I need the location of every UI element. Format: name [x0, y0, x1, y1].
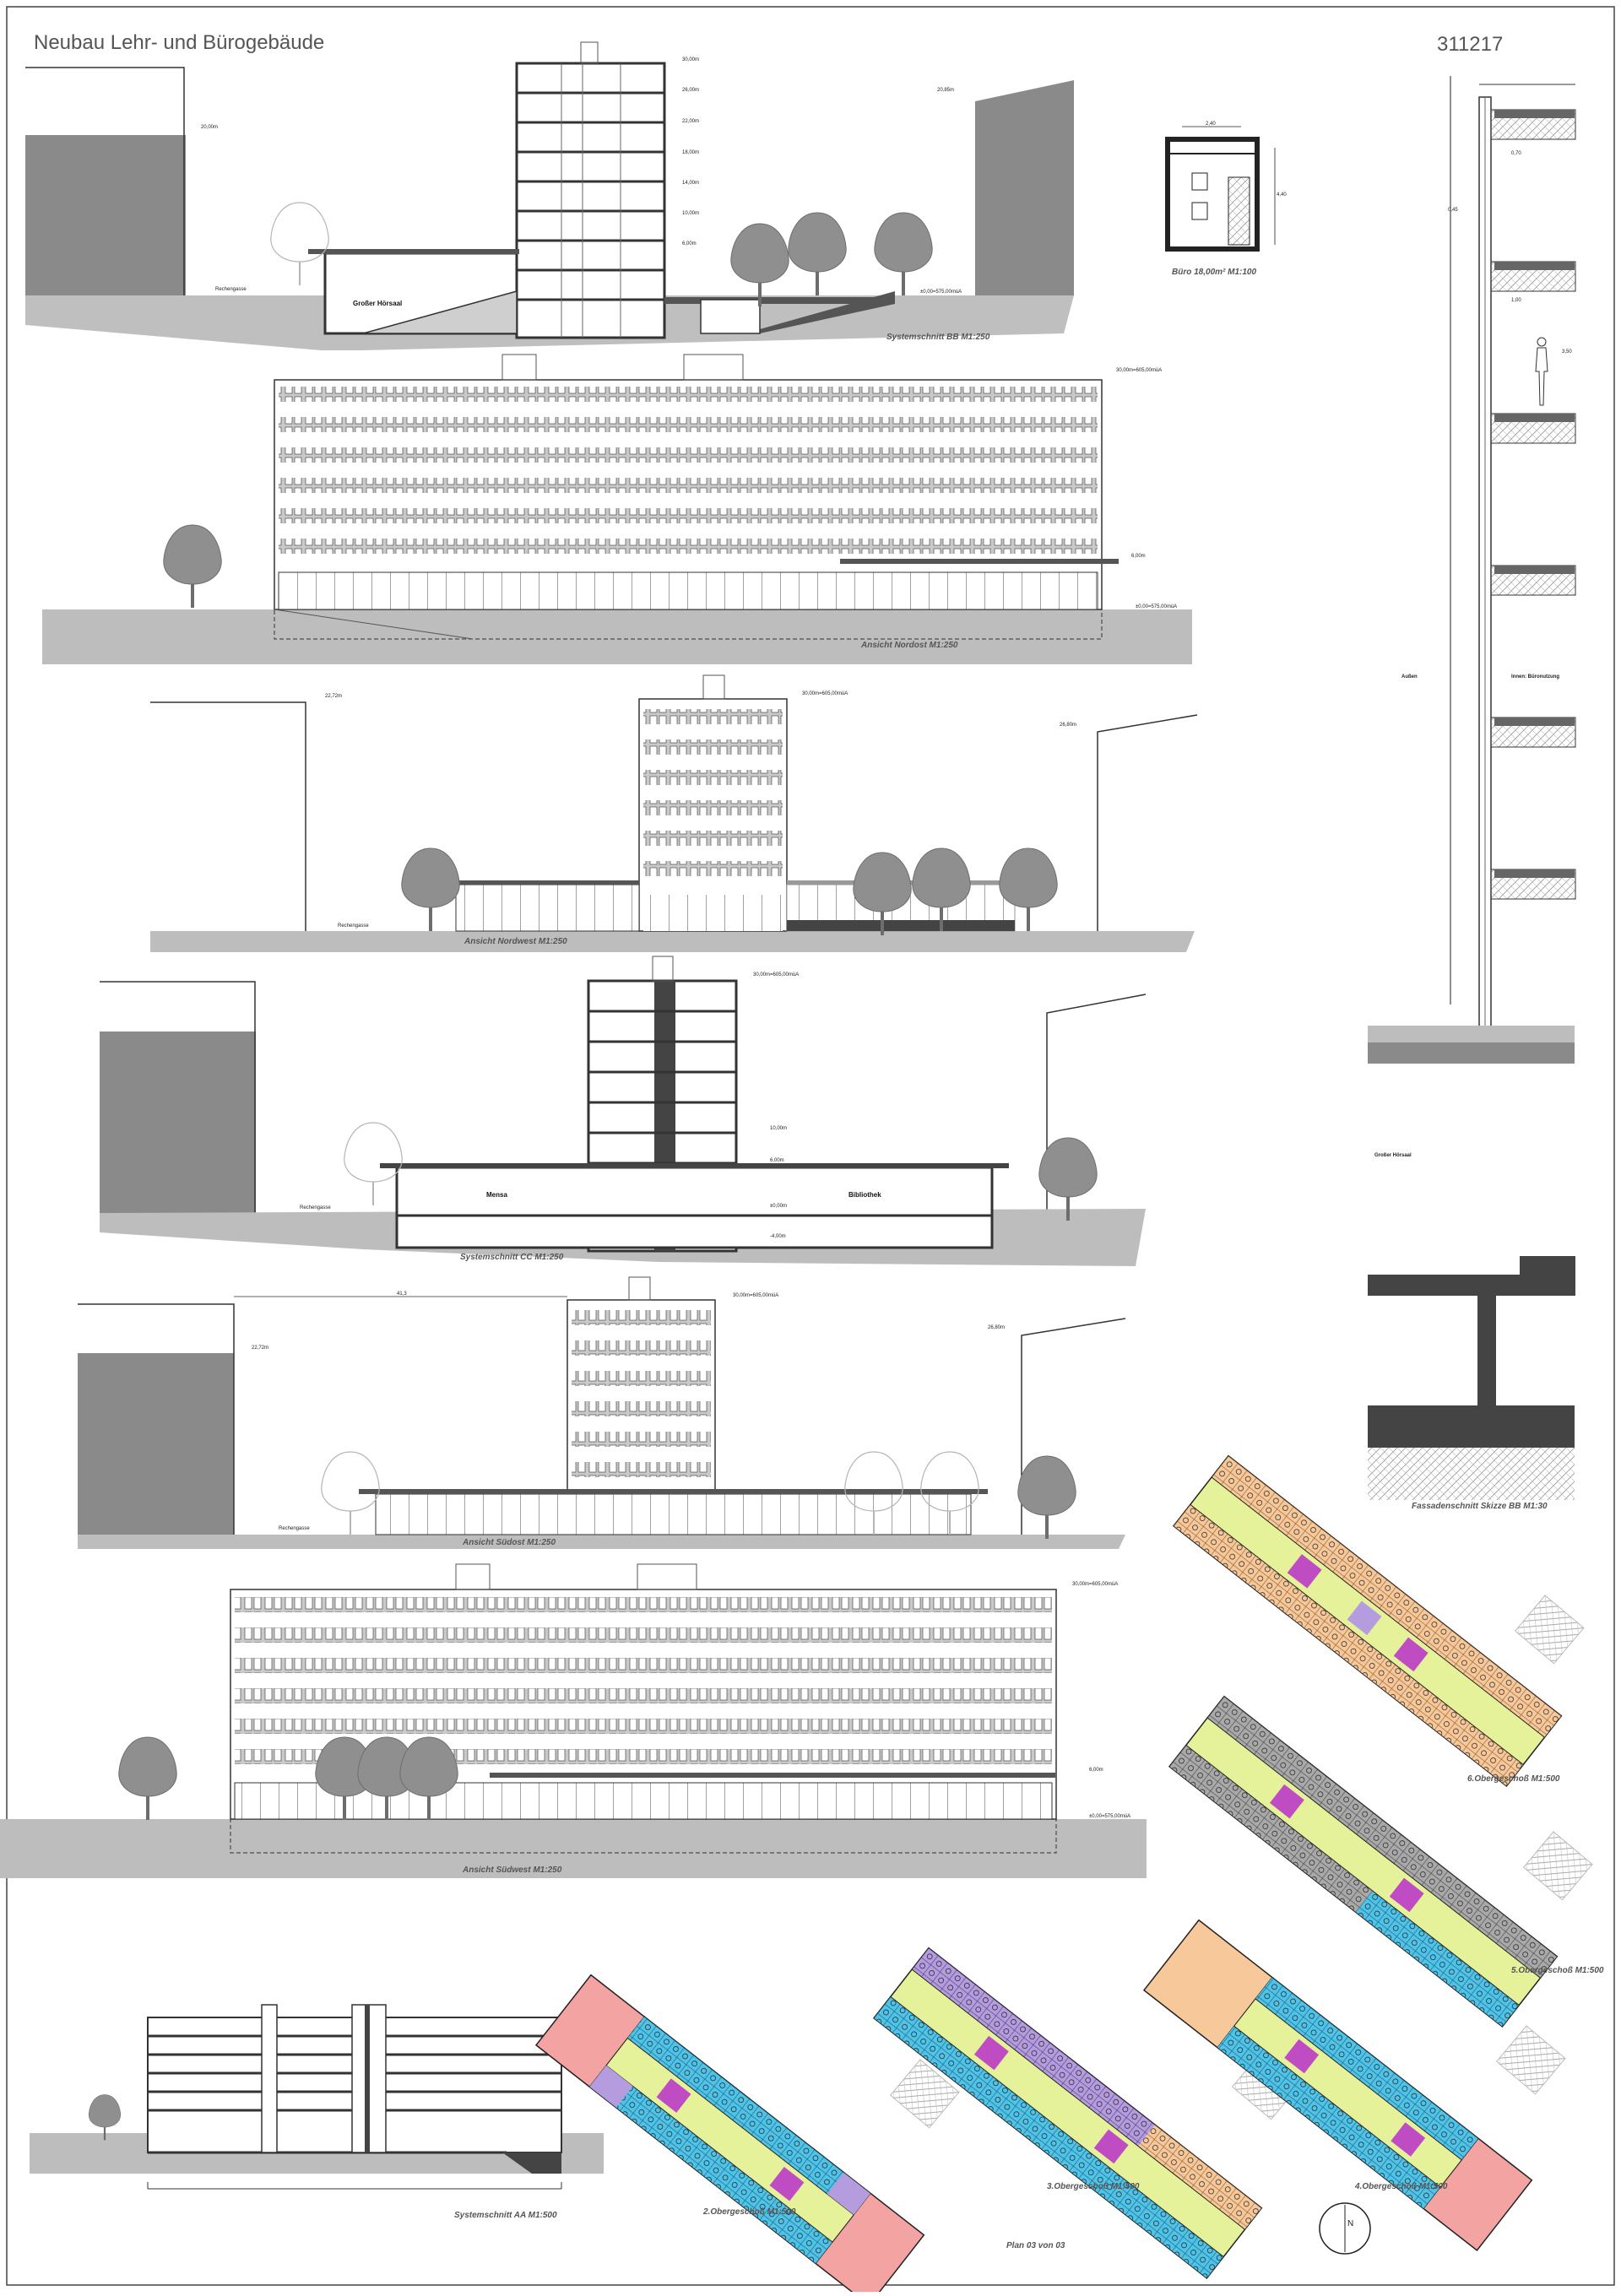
- label-floor-4: 4.Obergeschoß M1:500: [1354, 2182, 1448, 2191]
- label-office: Büro 18,00m² M1:100: [1172, 268, 1256, 277]
- svg-text:6,00m: 6,00m: [1089, 1768, 1103, 1773]
- svg-text:30,00m=605,00müA: 30,00m=605,00müA: [1116, 368, 1162, 373]
- neighbor-building-right: [975, 80, 1074, 295]
- floor-plan-5: 5.Obergeschoß M1:500: [1168, 1695, 1604, 2028]
- svg-text:±0,00=575,00müA: ±0,00=575,00müA: [1136, 604, 1177, 609]
- svg-text:0,45: 0,45: [1448, 208, 1458, 213]
- view-northeast: 30,00m=605,00müA 6,00m ±0,00=575,00müA A…: [42, 354, 1192, 664]
- ground-view-ne: [42, 609, 1192, 664]
- north-arrow: N: [1319, 2202, 1371, 2255]
- svg-text:20,85m: 20,85m: [937, 88, 954, 93]
- level-marks-bb: 30,00m 26,00m 22,00m 18,00m 14,00m 10,00…: [201, 57, 962, 295]
- label-outside: Außen: [1401, 674, 1418, 680]
- svg-text:-4,00m: -4,00m: [770, 1234, 786, 1239]
- label-inside: Innen: Büronutzung: [1511, 674, 1559, 680]
- floor-plan-6: 6.Obergeschoß M1:500: [1172, 1454, 1585, 1787]
- label-floor-5: 5.Obergeschoß M1:500: [1511, 1966, 1604, 1975]
- svg-text:±0,00=575,00müA: ±0,00=575,00müA: [1089, 1814, 1130, 1819]
- svg-text:30,00m=605,00müA: 30,00m=605,00müA: [1072, 1582, 1118, 1587]
- label-lecture-hall-facade: Großer Hörsaal: [1374, 1153, 1412, 1158]
- svg-text:3,50: 3,50: [1562, 349, 1572, 355]
- svg-text:22,00m: 22,00m: [682, 119, 699, 124]
- room-lecture-hall: Großer Hörsaal: [353, 300, 402, 307]
- svg-text:22,72m: 22,72m: [252, 1346, 268, 1351]
- svg-text:26,00m: 26,00m: [682, 88, 699, 93]
- room-mensa: Mensa: [486, 1191, 507, 1199]
- view-northwest: Rechengasse 22,72m 26,80m 30,00m=605,00m…: [150, 674, 1198, 952]
- label-section-cc: Systemschnitt CC M1:250: [460, 1253, 564, 1262]
- svg-text:30,00m=605,00müA: 30,00m=605,00müA: [733, 1293, 778, 1298]
- svg-text:30,00m=605,00müA: 30,00m=605,00müA: [802, 691, 848, 696]
- view-southwest: 30,00m=605,00müA 6,00m ±0,00=575,00müA A…: [0, 1563, 1147, 1878]
- svg-text:10,00m: 10,00m: [682, 211, 699, 216]
- svg-text:±0,00=575,00müA: ±0,00=575,00müA: [920, 290, 962, 295]
- view-southeast: 41,3 Rechengasse 22,72m 26,80m 30,00m=60…: [78, 1276, 1126, 1549]
- svg-text:22,72m: 22,72m: [325, 694, 342, 699]
- section-cc: Mensa Bibliothek Rechengasse 30,00m=605,…: [100, 956, 1147, 1266]
- office-plan: 2,40 4,40 Büro 18,00m² M1:100: [1165, 122, 1287, 277]
- label-view-sw: Ansicht Südwest M1:250: [462, 1866, 562, 1875]
- label-section-bb: Systemschnitt BB M1:250: [886, 333, 990, 342]
- floor-plan-3: 3.Obergeschoß M1:500: [872, 1947, 1302, 2279]
- label-view-se: Ansicht Südost M1:250: [462, 1538, 556, 1547]
- svg-text:Rechengasse: Rechengasse: [300, 1205, 331, 1210]
- svg-text:0,70: 0,70: [1511, 151, 1521, 156]
- svg-text:41,3: 41,3: [397, 1292, 407, 1297]
- section-aa: Systemschnitt AA M1:500: [30, 2004, 604, 2220]
- svg-text:20,00m: 20,00m: [201, 125, 218, 130]
- svg-text:N: N: [1347, 2219, 1353, 2228]
- svg-text:4,40: 4,40: [1277, 192, 1287, 198]
- neighbor-building-cc: [100, 1032, 256, 1213]
- svg-text:30,00m=605,00müA: 30,00m=605,00müA: [753, 972, 799, 977]
- svg-text:1,00: 1,00: [1511, 298, 1521, 303]
- project-number: 311217: [1437, 33, 1503, 56]
- neighbor-building-left: [25, 135, 186, 295]
- ground-view-nw: [150, 931, 1195, 952]
- label-section-aa: Systemschnitt AA M1:500: [454, 2211, 557, 2220]
- street-label-bb: Rechengasse: [215, 287, 247, 292]
- svg-text:14,00m: 14,00m: [682, 181, 699, 186]
- ground-view-se: [78, 1535, 1125, 1549]
- svg-text:6,00m: 6,00m: [682, 241, 697, 246]
- label-floor-2: 2.Obergeschoß M1:500: [702, 2207, 796, 2217]
- label-facade: Fassadenschnitt Skizze BB M1:30: [1412, 1502, 1548, 1511]
- svg-text:26,80m: 26,80m: [988, 1325, 1005, 1330]
- svg-text:26,80m: 26,80m: [1060, 723, 1076, 728]
- svg-text:6,00m: 6,00m: [770, 1158, 784, 1163]
- label-floor-6: 6.Obergeschoß M1:500: [1467, 1774, 1560, 1784]
- ground-view-sw: [0, 1819, 1147, 1878]
- svg-text:6,00m: 6,00m: [1131, 554, 1146, 559]
- sheet-title: Neubau Lehr- und Bürogebäude: [34, 31, 324, 54]
- facade-slabs: [1490, 109, 1576, 900]
- svg-text:2,40: 2,40: [1206, 122, 1216, 127]
- label-view-nw: Ansicht Nordwest M1:250: [464, 937, 567, 946]
- svg-text:10,00m: 10,00m: [770, 1126, 787, 1131]
- svg-text:Rechengasse: Rechengasse: [338, 923, 369, 929]
- svg-text:±0,00m: ±0,00m: [770, 1204, 787, 1209]
- label-view-ne: Ansicht Nordost M1:250: [860, 641, 958, 650]
- room-library: Bibliothek: [848, 1191, 881, 1199]
- scale-figure: [1535, 337, 1548, 406]
- floor-plan-4: 4.Obergeschoß M1:500: [1142, 1919, 1566, 2251]
- section-bb: Großer Hörsaal 30,00m 26,00m 22,00m 18,0…: [25, 41, 1074, 350]
- svg-text:30,00m: 30,00m: [682, 57, 699, 62]
- tower-section-bb: [515, 62, 666, 339]
- label-floor-3: 3.Obergeschoß M1:500: [1047, 2182, 1140, 2191]
- sheet-border: [6, 6, 1615, 2286]
- svg-text:Rechengasse: Rechengasse: [279, 1526, 310, 1531]
- svg-text:18,00m: 18,00m: [682, 150, 699, 155]
- facade-section: 0,70 0,45 1,00 3,50 Außen Innen: Büronut…: [1368, 76, 1576, 1511]
- floor-plan-2: 2.Obergeschoß M1:500: [534, 1974, 960, 2296]
- plan-label: Plan 03 von 03: [1006, 2241, 1065, 2250]
